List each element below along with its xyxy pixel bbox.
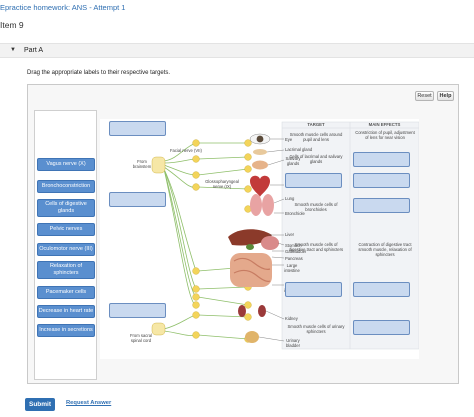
organ-label-liver: Liver [285, 232, 295, 237]
from-brainstem-label: From brainstem [132, 159, 152, 169]
organ-label-gallbladder: Gallbladder [285, 249, 307, 254]
drop-target-pelvic[interactable] [109, 303, 166, 318]
drop-target-digestive-target[interactable] [285, 282, 342, 297]
item-title: Item 9 [0, 20, 24, 30]
effects-column-header: MAIN EFFECTS [368, 122, 401, 127]
facial-nerve-label: Facial nerve (VII) [170, 148, 202, 153]
drop-target-vagus[interactable] [109, 192, 166, 207]
drop-target-gland-effect[interactable] [353, 152, 410, 167]
instructions: Drag the appropriate labels to their res… [27, 70, 171, 76]
part-label: Part A [24, 47, 44, 54]
target-text-digestive: Smooth muscle cells of digestive tract a… [288, 242, 344, 252]
organ-label-stomach: Stomach [285, 243, 302, 248]
target-text-urinary: Smooth muscle cells of urinary sphincter… [287, 324, 345, 334]
glossopharyngeal-label: Glossopharyngeal nerve (IX) [205, 179, 239, 189]
organ-label-bronchiole: Bronchiole [285, 211, 305, 216]
target-text-glands: Cells of lacrimal and salivary glands [289, 154, 343, 164]
target-text-eye: Smooth muscle cells around pupil and len… [289, 132, 343, 142]
reset-button[interactable]: Reset [415, 91, 434, 101]
drag-label-oculomotor-nerve[interactable]: Oculomotor nerve (III) [37, 243, 95, 256]
organ-label-salivary: Salivary glands [285, 156, 301, 166]
drag-label-cells-of-digestive-glands[interactable]: Cells of digestive glands [37, 199, 95, 217]
request-answer-link[interactable]: Request Answer [66, 400, 112, 406]
organ-label-lung: Lung [285, 196, 295, 201]
effect-text-eye: Constriction of pupil, adjustment of len… [355, 130, 415, 140]
drag-label-decrease-in-heart-rate[interactable]: Decrease in heart rate [37, 305, 95, 318]
organ-label-eye: Eye [285, 137, 293, 142]
submit-button[interactable]: Submit [25, 398, 55, 411]
drag-label-pelvic-nerves[interactable]: Pelvic nerves [37, 223, 95, 236]
organ-label-lacrimal: Lacrimal gland [285, 147, 313, 152]
drop-target-heart-target[interactable] [285, 173, 342, 188]
drop-target-bronchiole-effect[interactable] [353, 198, 410, 213]
part-header[interactable]: ▼ Part A [0, 43, 474, 58]
organ-label-urinary-bladder: Urinary bladder [286, 338, 300, 348]
drop-target-oculomotor[interactable] [109, 121, 166, 136]
organ-label-kidney: Kidney [285, 316, 298, 321]
drag-label-increase-in-secretions[interactable]: Increase in secretions [37, 324, 95, 337]
drag-label-vagus-nerve[interactable]: Vagus nerve (X) [37, 158, 95, 171]
drop-target-digestive-effect[interactable] [353, 282, 410, 297]
effect-text-digestive: Contraction of digestive tract smooth mu… [358, 242, 412, 257]
target-text-bronchioles: Smooth muscle cells of bronchioles [294, 202, 338, 212]
organ-label-pancreas: Pancreas [285, 256, 303, 261]
drag-label-pacemaker-cells[interactable]: Pacemaker cells [37, 286, 95, 299]
labeling-workspace: Reset Help Vagus nerve (X) Bronchoconstr… [27, 84, 459, 384]
drag-label-relaxation-of-sphincters[interactable]: Relaxation of sphincters [37, 261, 95, 279]
collapse-caret-icon[interactable]: ▼ [10, 47, 16, 53]
from-sacral-label: From sacral spinal cord [129, 333, 153, 343]
label-panel: Vagus nerve (X) Bronchoconstriction Cell… [34, 110, 97, 380]
breadcrumb[interactable]: Epractice homework: ANS - Attempt 1 [0, 3, 126, 12]
drag-label-bronchoconstriction[interactable]: Bronchoconstriction [37, 180, 95, 193]
help-button[interactable]: Help [437, 91, 454, 101]
drop-target-heart-effect[interactable] [353, 173, 410, 188]
drop-target-urinary-effect[interactable] [353, 320, 410, 335]
target-column-header: TARGET [307, 122, 325, 127]
organ-label-large-intestine: Large intestine [284, 263, 300, 273]
